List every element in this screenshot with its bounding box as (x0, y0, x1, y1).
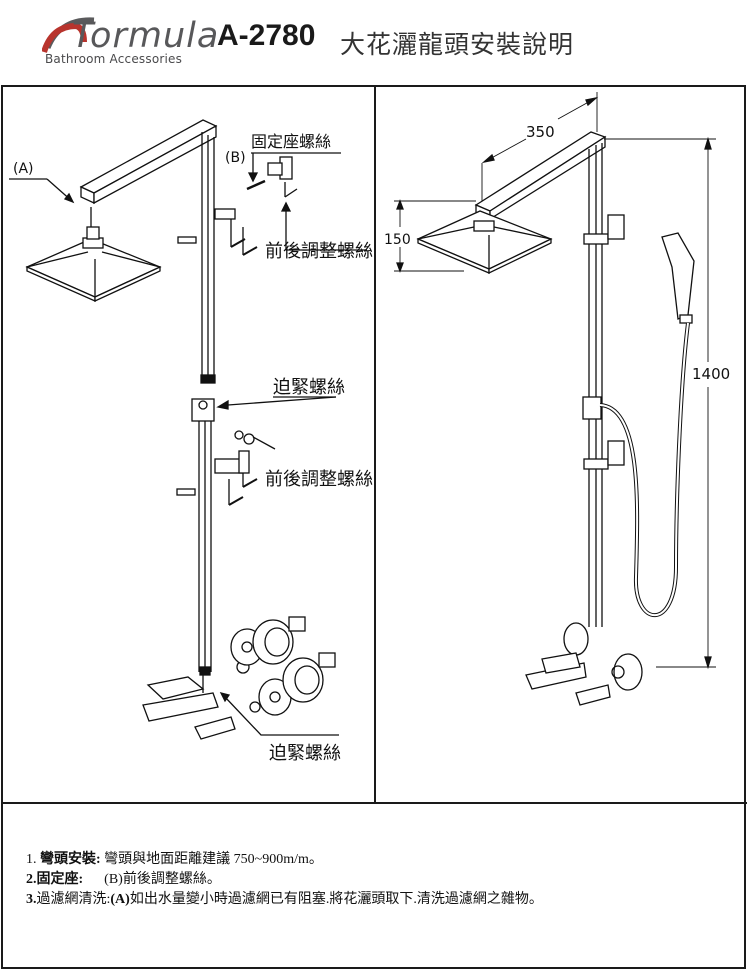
note-3-num: 3. (26, 892, 37, 907)
wall-bracket-top (214, 156, 298, 256)
mixer-valve-assembled (525, 622, 643, 706)
dim-arm-length: 350 (526, 123, 555, 141)
hook-mid (176, 488, 196, 496)
note-3-key-bold: (A) (110, 892, 130, 907)
callout-fixing-seat-screw: 固定座螺絲 (251, 132, 331, 151)
hook-top (177, 236, 197, 244)
slide-bar (176, 398, 276, 676)
note-1-key: 彎頭安裝: (40, 852, 101, 867)
callout-tighten-screw-bottom: 迫緊螺絲 (269, 743, 341, 764)
panel-divider (374, 85, 376, 803)
page-title: 大花灑龍頭安裝說明 (340, 30, 575, 59)
rain-shower-head (416, 210, 553, 275)
note-2: 2.固定座: (B)前後調整螺絲。 (26, 870, 543, 890)
note-3-text: 如出水量變小時過濾網已有阻塞.將花灑頭取下.清洗過濾網之雜物。 (129, 892, 543, 907)
installation-notes: 1. 彎頭安裝: 彎頭與地面距離建議 750~900m/m。 2.固定座: (B… (26, 850, 543, 910)
brand-logo: Tormula Bathroom Accessories (42, 12, 218, 68)
callout-a: (A) (13, 161, 34, 177)
note-3-key: 過濾網清洗: (36, 892, 111, 907)
brand-name: Tormula (72, 16, 220, 56)
note-1-text: 彎頭與地面距離建議 750~900m/m。 (100, 852, 323, 867)
diagram-frame (1, 85, 746, 969)
callout-b: (B) (225, 150, 246, 166)
dim-head-height: 150 (384, 232, 411, 248)
page-header: Tormula Bathroom Accessories A-2780 大花灑龍… (0, 0, 750, 84)
notes-divider (1, 802, 747, 804)
callout-adjust-screw-top: 前後調整螺絲 (265, 241, 373, 262)
note-1: 1. 彎頭安裝: 彎頭與地面距離建議 750~900m/m。 (26, 850, 543, 870)
dim-total-height: 1400 (692, 365, 730, 383)
hand-shower (599, 232, 695, 618)
dimension-diagram: 350 150 1400 (376, 87, 744, 802)
note-2-key: 固定座: (36, 872, 84, 887)
note-3: 3.過濾網清洗:(A)如出水量變小時過濾網已有阻塞.將花灑頭取下.清洗過濾網之雜… (26, 890, 543, 910)
shower-column (474, 131, 625, 627)
shower-arm (79, 119, 218, 384)
shower-head (25, 207, 162, 303)
note-2-text: (B)前後調整螺絲。 (83, 872, 221, 887)
mixer-valve (142, 616, 336, 740)
logo-arc-icon (42, 17, 95, 53)
note-1-num: 1. (26, 852, 37, 867)
model-number: A-2780 (217, 19, 316, 52)
brand-tagline: Bathroom Accessories (45, 52, 183, 66)
exploded-diagram: (A) 固定座螺絲 (B) 前後調整螺絲 迫緊螺絲 前後調整螺絲 (3, 87, 374, 802)
callout-adjust-screw-mid: 前後調整螺絲 (265, 469, 373, 490)
note-2-num: 2. (26, 872, 37, 887)
callout-tighten-screw-mid: 迫緊螺絲 (273, 377, 345, 398)
